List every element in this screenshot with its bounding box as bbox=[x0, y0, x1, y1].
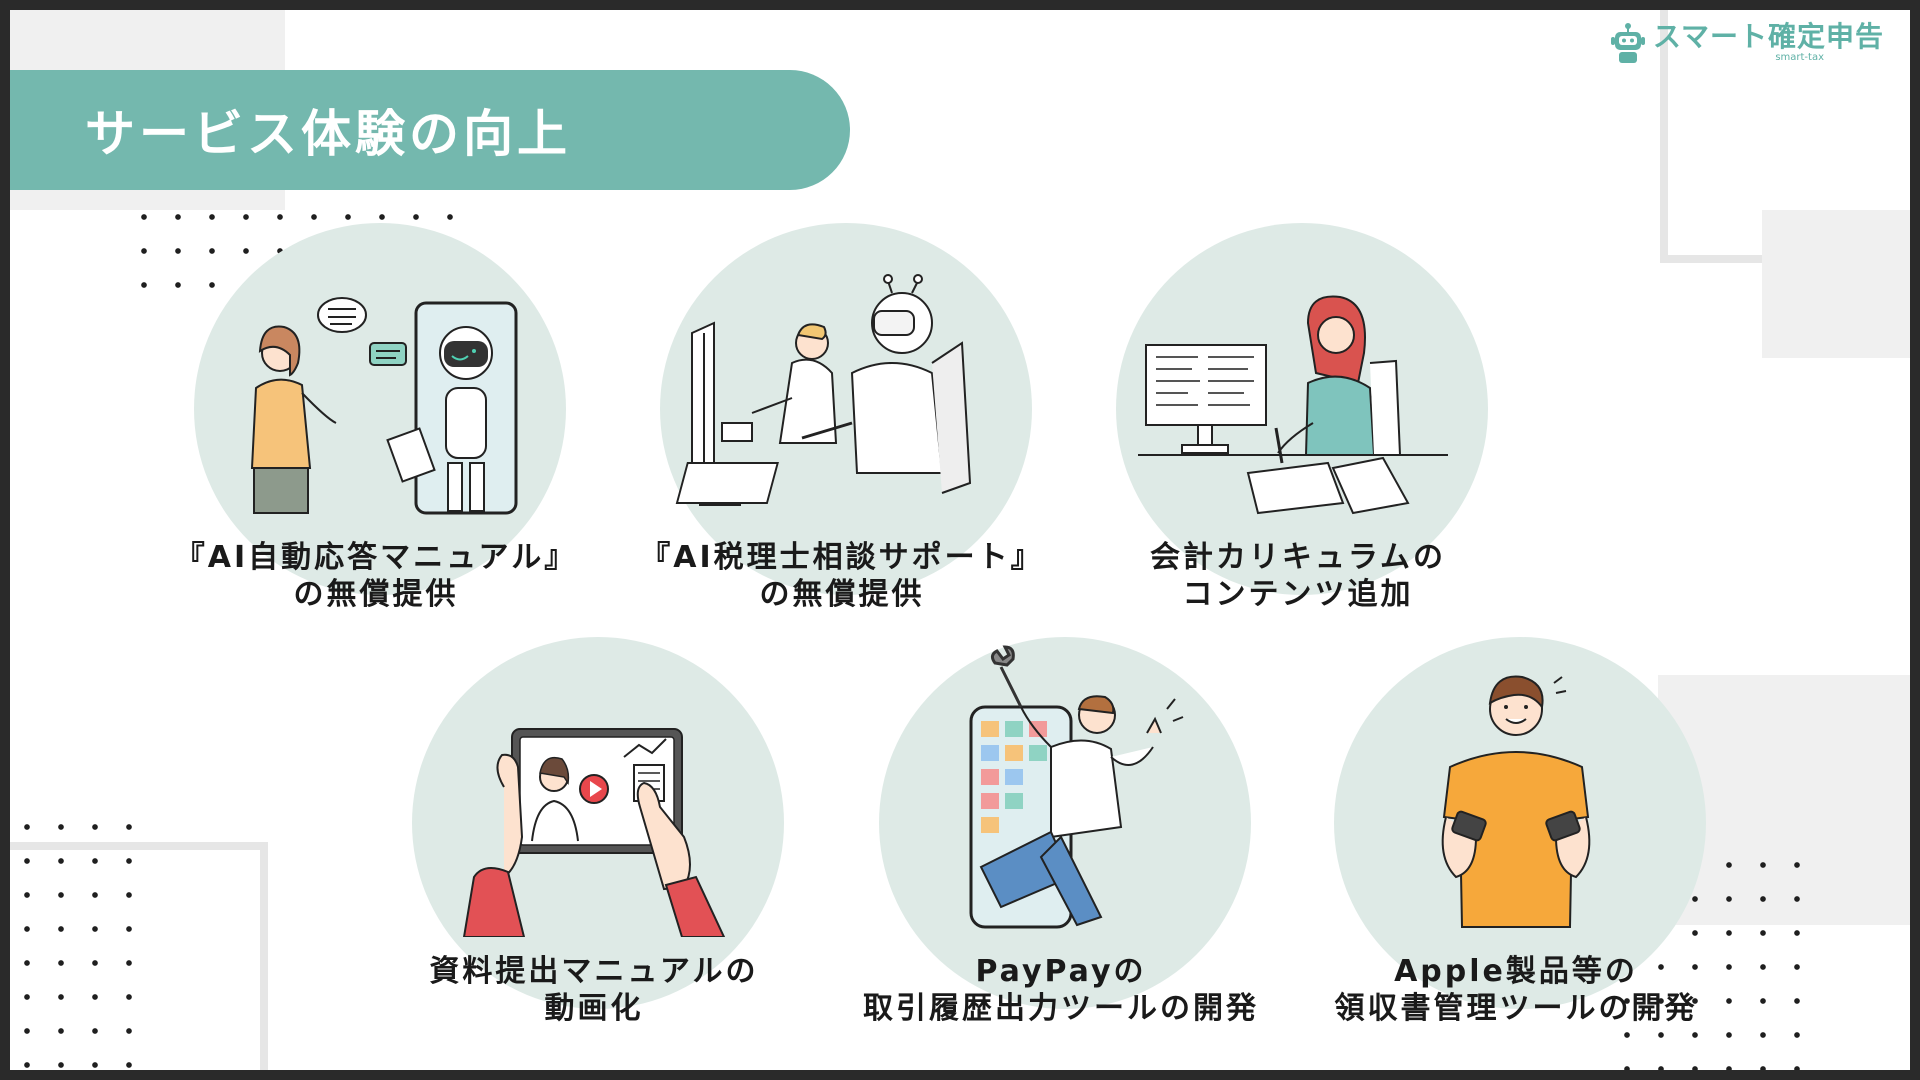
man-from-phone-with-wrench-illustration bbox=[969, 645, 1184, 929]
man-and-robot-at-computers-illustration bbox=[675, 274, 972, 506]
woman-and-robot-chat-illustration bbox=[250, 297, 518, 515]
feature-label-line1: 『AI税理士相談サポート』 bbox=[640, 540, 1044, 575]
feature-label: PayPayの 取引履歴出力ツールの開発 bbox=[791, 953, 1331, 1027]
feature-label-line1: PayPayの bbox=[975, 954, 1147, 989]
feature-label-line1: 資料提出マニュアルの bbox=[429, 954, 759, 989]
logo-subtitle: smart-tax bbox=[1775, 52, 1824, 63]
feature-card-video-manual: 資料提出マニュアルの 動画化 bbox=[404, 637, 784, 1026]
feature-label: 『AI自動応答マニュアル』 の無償提供 bbox=[106, 539, 646, 613]
feature-label: 資料提出マニュアルの 動画化 bbox=[324, 953, 864, 1027]
deco-rect-right bbox=[1762, 210, 1910, 358]
feature-label-line1: 『AI自動応答マニュアル』 bbox=[174, 540, 578, 575]
feature-label-line2: コンテンツ追加 bbox=[1182, 577, 1414, 612]
robot-logo-icon bbox=[1610, 23, 1645, 63]
feature-card-ai-tax-support: 『AI税理士相談サポート』 の無償提供 bbox=[640, 223, 1041, 612]
feature-label-line2: 領収書管理ツールの開発 bbox=[1334, 991, 1698, 1026]
logo-name: スマート確定申告 bbox=[1652, 20, 1884, 53]
title-banner: サービス体験の向上 bbox=[10, 70, 850, 190]
feature-card-apple-receipt-tool: Apple製品等の 領収書管理ツールの開発 bbox=[1326, 637, 1706, 1026]
feature-label: 会計カリキュラムの コンテンツ追加 bbox=[1028, 539, 1568, 613]
feature-label-line2: 動画化 bbox=[544, 991, 644, 1026]
card-circle bbox=[660, 223, 1032, 595]
brand-logo: スマート確定申告 smart-tax bbox=[1609, 22, 1884, 64]
feature-label-line2: の無償提供 bbox=[759, 577, 925, 612]
dot-pattern-bottom-left bbox=[10, 810, 160, 1070]
slide: サービス体験の向上 スマート確定申告 smart-tax bbox=[10, 10, 1910, 1070]
feature-label: 『AI税理士相談サポート』 の無償提供 bbox=[572, 539, 1112, 613]
feature-card-paypay-tool: PayPayの 取引履歴出力ツールの開発 bbox=[863, 637, 1256, 1026]
feature-label: Apple製品等の 領収書管理ツールの開発 bbox=[1246, 953, 1786, 1027]
feature-card-accounting-curriculum: 会計カリキュラムの コンテンツ追加 bbox=[1108, 223, 1488, 612]
feature-label-line2: の無償提供 bbox=[293, 577, 459, 612]
man-with-two-phones-illustration bbox=[1441, 675, 1591, 928]
feature-label-line2: 取引履歴出力ツールの開発 bbox=[863, 991, 1259, 1026]
feature-label-line1: Apple製品等の bbox=[1394, 954, 1638, 989]
page-title: サービス体験の向上 bbox=[85, 105, 571, 163]
tablet-video-illustration bbox=[462, 728, 726, 937]
feature-card-ai-manual: 『AI自動応答マニュアル』 の無償提供 bbox=[175, 223, 574, 612]
woman-writing-at-desk-illustration bbox=[1138, 295, 1448, 515]
feature-label-line1: 会計カリキュラムの bbox=[1149, 540, 1447, 575]
